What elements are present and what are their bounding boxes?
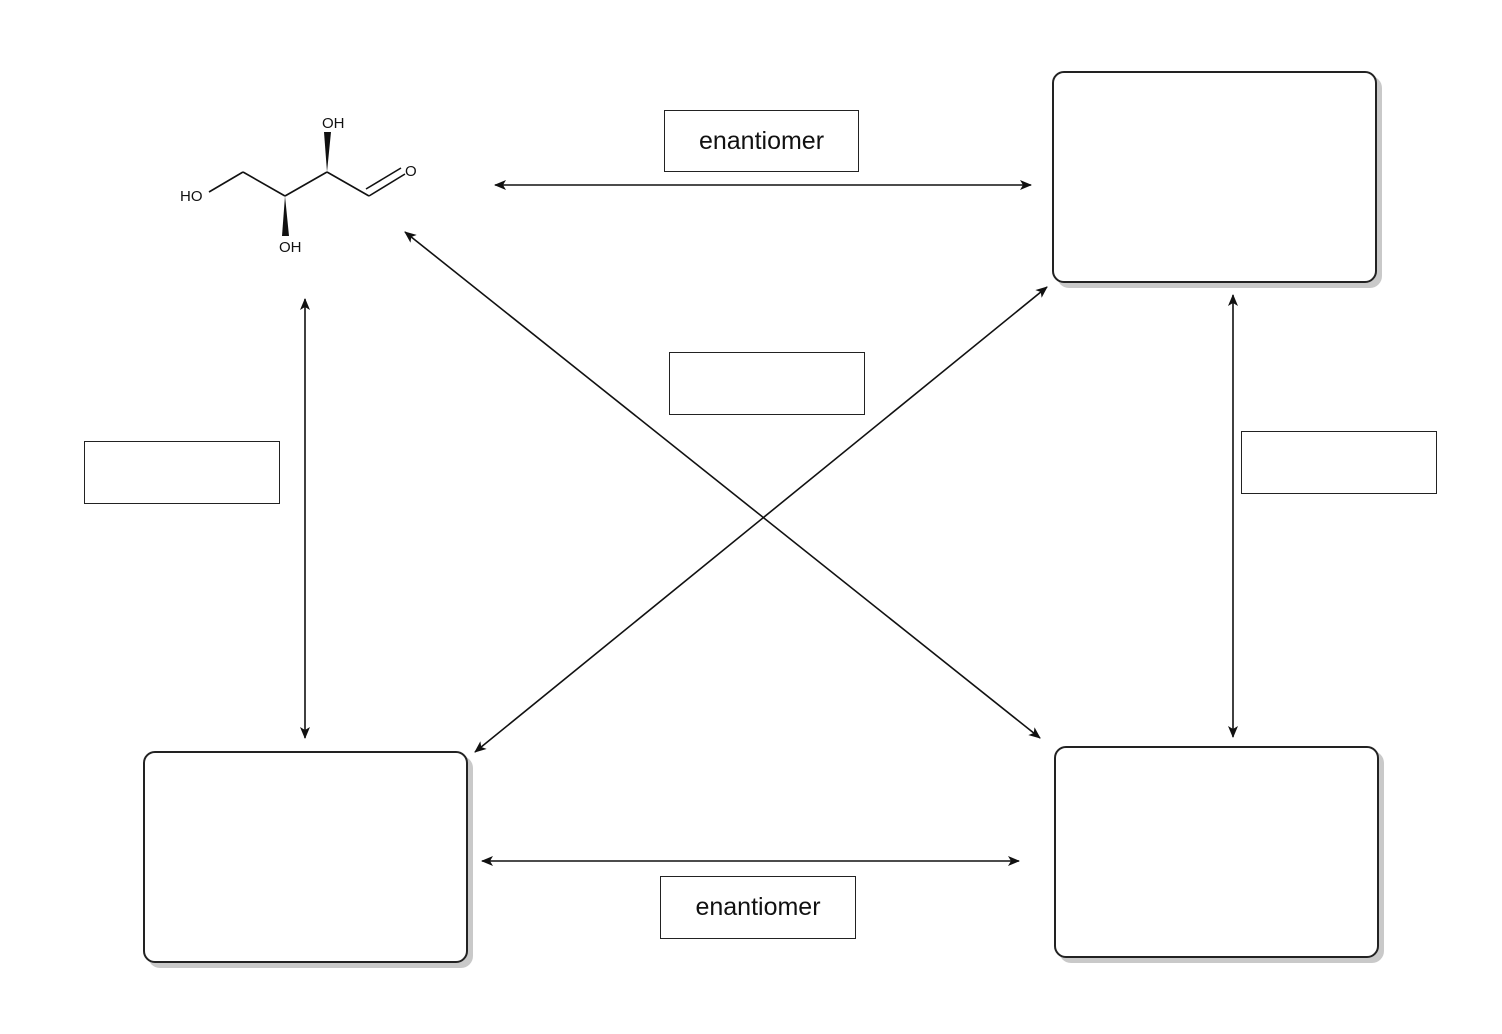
wedge-bond-bottom-oh — [282, 196, 289, 236]
structure-box-bottom-left[interactable] — [143, 751, 468, 963]
bond-c1-o — [368, 173, 406, 197]
bond-c1-o-double — [365, 167, 402, 190]
structure-box-bottom-right[interactable] — [1054, 746, 1379, 958]
bond-c3-c2 — [284, 171, 328, 197]
label-box-left[interactable] — [84, 441, 280, 504]
label-box-top[interactable]: enantiomer — [664, 110, 859, 172]
bond-c2-c1 — [326, 171, 370, 197]
atom-o-carbonyl: O — [405, 163, 417, 180]
arrow-diagonal-up — [474, 286, 1048, 753]
label-box-bottom[interactable]: enantiomer — [660, 876, 856, 939]
bond-c4-c3 — [242, 171, 286, 197]
atom-oh-top: OH — [322, 115, 345, 132]
atom-oh-bottom: OH — [279, 239, 302, 256]
label-box-right[interactable] — [1241, 431, 1437, 494]
molecule-structure — [208, 132, 406, 236]
label-box-center[interactable] — [669, 352, 865, 415]
structure-box-top-right[interactable] — [1052, 71, 1377, 283]
bond-ho-c4 — [208, 171, 244, 193]
arrow-diagonal-down — [404, 231, 1041, 739]
wedge-bond-top-oh — [324, 132, 331, 172]
atom-ho-left: HO — [180, 188, 203, 205]
